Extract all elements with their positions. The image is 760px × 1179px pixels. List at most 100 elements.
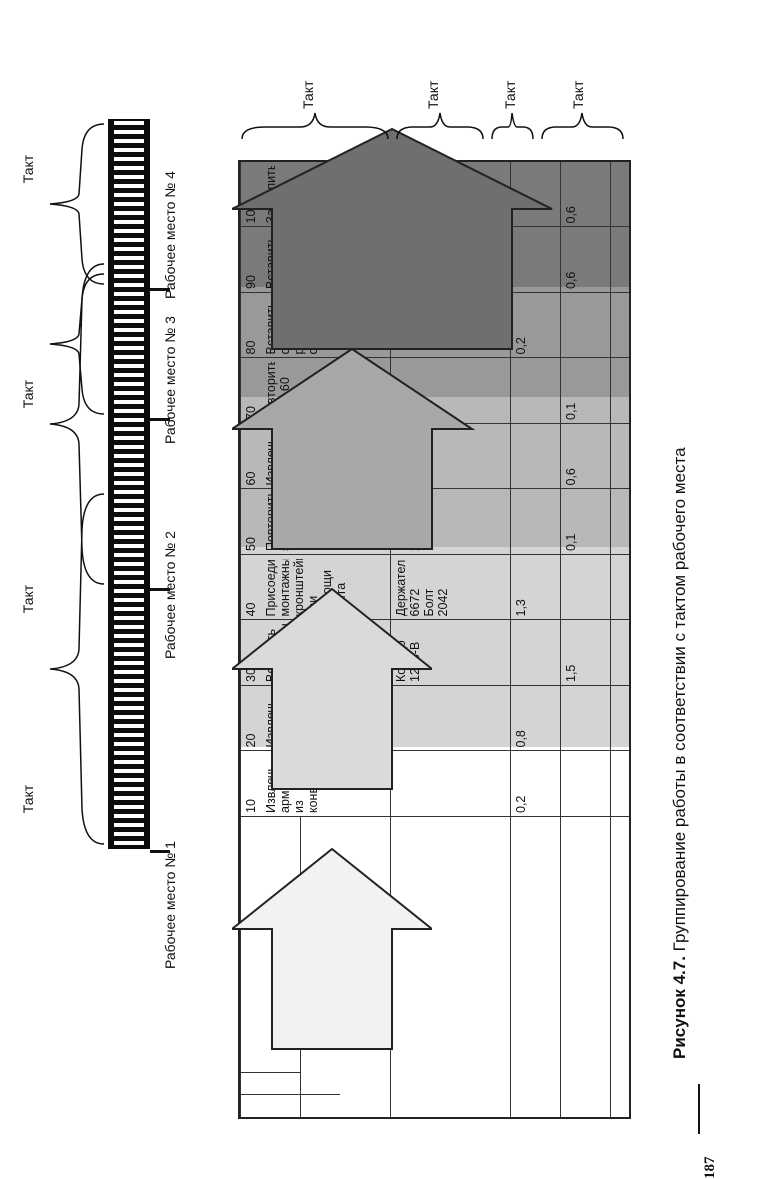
row-staff-value bbox=[514, 625, 554, 683]
row-staff-value: 1,3 bbox=[514, 599, 528, 617]
workstation-label-4: Рабочее место № 4 bbox=[162, 171, 178, 299]
page-number: 187 bbox=[702, 1156, 718, 1179]
conveyor-slat bbox=[114, 400, 144, 404]
conveyor-slat bbox=[114, 661, 144, 665]
row-operator-value: 0,6 bbox=[564, 271, 578, 289]
conveyor-slat bbox=[114, 841, 144, 845]
conveyor-slat bbox=[114, 508, 144, 512]
conveyor-slat bbox=[114, 175, 144, 179]
conveyor-slat bbox=[114, 499, 144, 503]
takt-label: Такт bbox=[502, 80, 518, 109]
caption-text: Группирование работы в соответствии с та… bbox=[670, 447, 689, 952]
conveyor-slat bbox=[114, 256, 144, 260]
conveyor-slat bbox=[114, 121, 144, 125]
conveyor-slat bbox=[114, 778, 144, 782]
conveyor-slat bbox=[114, 229, 144, 233]
conveyor-slat bbox=[114, 688, 144, 692]
conveyor-slat bbox=[114, 130, 144, 134]
conveyor-slat bbox=[114, 607, 144, 611]
conveyor-slat bbox=[114, 454, 144, 458]
conveyor-slat bbox=[114, 706, 144, 710]
conveyor-slat bbox=[114, 391, 144, 395]
conveyor-slat bbox=[114, 823, 144, 827]
page-number-rule bbox=[698, 1084, 700, 1134]
row-operator-value bbox=[564, 297, 604, 355]
conveyor-slat bbox=[114, 553, 144, 557]
conveyor-slat bbox=[114, 202, 144, 206]
conveyor-slat bbox=[114, 373, 144, 377]
conveyor-slat bbox=[114, 409, 144, 413]
takt-label: Такт bbox=[20, 584, 36, 614]
conveyor-slat bbox=[114, 679, 144, 683]
row-operator-value bbox=[564, 756, 604, 814]
conveyor-slat bbox=[114, 787, 144, 791]
workstation-arrow-2 bbox=[232, 587, 432, 790]
conveyor-slat bbox=[114, 760, 144, 764]
conveyor-slat bbox=[114, 769, 144, 773]
conveyor-slat bbox=[114, 625, 144, 629]
workstation-arrow-3 bbox=[232, 347, 476, 550]
row-staff-value bbox=[514, 363, 554, 421]
conveyor-slat bbox=[114, 589, 144, 593]
conveyor-slat bbox=[114, 535, 144, 539]
conveyor-slat bbox=[114, 697, 144, 701]
conveyor-slat bbox=[114, 832, 144, 836]
conveyor-slat bbox=[114, 571, 144, 575]
conveyor-slat bbox=[114, 805, 144, 809]
takt-brace-right bbox=[491, 112, 534, 140]
takt-brace-right bbox=[541, 112, 624, 140]
caption-label: Рисунок 4.7. bbox=[670, 956, 689, 1059]
conveyor-slat bbox=[114, 751, 144, 755]
conveyor-slat bbox=[114, 634, 144, 638]
row-operator-value: 0,1 bbox=[564, 533, 578, 551]
conveyor-slat bbox=[114, 490, 144, 494]
conveyor-slat bbox=[114, 418, 144, 422]
row-staff-value: 0,8 bbox=[514, 730, 528, 748]
takt-label: Такт bbox=[570, 80, 586, 109]
takt-brace bbox=[49, 273, 105, 415]
conveyor-slat bbox=[114, 436, 144, 440]
conveyor-slat bbox=[114, 562, 144, 566]
conveyor-slat bbox=[114, 445, 144, 449]
conveyor-slat bbox=[114, 742, 144, 746]
conveyor-slat bbox=[114, 796, 144, 800]
conveyor-slat bbox=[114, 283, 144, 287]
conveyor-slat bbox=[114, 310, 144, 314]
row-operator-value: 0,1 bbox=[564, 402, 578, 420]
takt-brace bbox=[49, 123, 105, 285]
conveyor-slat bbox=[114, 580, 144, 584]
table-rule bbox=[610, 162, 611, 1117]
row-operator-value: 1,5 bbox=[564, 664, 578, 682]
workstation-label-2: Рабочее место № 2 bbox=[162, 531, 178, 659]
takt-label: Такт bbox=[20, 154, 36, 184]
row-staff-value bbox=[514, 494, 554, 552]
conveyor-slat bbox=[114, 220, 144, 224]
takt-label: Такт bbox=[300, 80, 316, 109]
row-operator-value bbox=[564, 559, 604, 617]
conveyor-slat bbox=[114, 715, 144, 719]
conveyor-slat bbox=[114, 526, 144, 530]
conveyor-slat bbox=[114, 301, 144, 305]
table-rule bbox=[240, 816, 629, 817]
conveyor-slat bbox=[114, 364, 144, 368]
takt-label: Такт bbox=[20, 379, 36, 409]
conveyor-slat bbox=[114, 598, 144, 602]
conveyor-slat bbox=[114, 319, 144, 323]
conveyor-slat bbox=[114, 238, 144, 242]
row-staff-value bbox=[514, 428, 554, 486]
takt-brace-right bbox=[396, 112, 484, 140]
conveyor-slat bbox=[114, 292, 144, 296]
workstation-label-3: Рабочее место № 3 bbox=[162, 316, 178, 444]
takt-brace bbox=[49, 493, 105, 845]
conveyor-slat bbox=[114, 616, 144, 620]
conveyor-slat bbox=[114, 265, 144, 269]
conveyor-slat bbox=[114, 274, 144, 278]
conveyor-slat bbox=[114, 733, 144, 737]
row-operator-value: 0,6 bbox=[564, 468, 578, 486]
conveyor-slat bbox=[114, 427, 144, 431]
conveyor-slat bbox=[114, 544, 144, 548]
conveyor-slat bbox=[114, 355, 144, 359]
conveyor-slat bbox=[114, 382, 144, 386]
